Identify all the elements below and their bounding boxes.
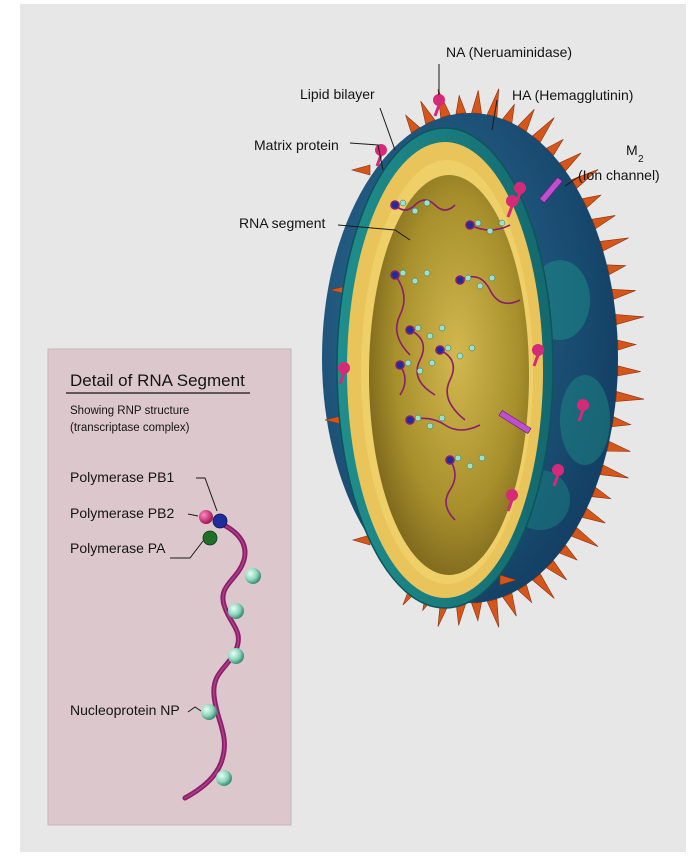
detail-title: Detail of RNA Segment bbox=[70, 371, 245, 390]
ha-spike bbox=[618, 366, 641, 376]
nucleoprotein-ball bbox=[216, 770, 232, 786]
nucleoprotein-bead bbox=[489, 275, 495, 281]
ha-spike bbox=[487, 89, 499, 117]
polymerase-bead bbox=[446, 456, 454, 464]
na-knob bbox=[577, 399, 589, 411]
m2-subscript: 2 bbox=[638, 154, 644, 165]
ha-spike bbox=[533, 574, 555, 599]
polymerase-bead bbox=[406, 416, 414, 424]
polymerase-pb1-label: Polymerase PB1 bbox=[70, 469, 174, 485]
nucleoprotein-bead bbox=[439, 415, 445, 421]
ha-spike bbox=[352, 165, 370, 175]
nucleoprotein-bead bbox=[427, 333, 433, 339]
ha-spike bbox=[616, 314, 644, 324]
ha-spike bbox=[592, 487, 611, 498]
ha-spike bbox=[456, 96, 466, 114]
ha-spike bbox=[582, 508, 605, 523]
polymerase-pb2-label: Polymerase PB2 bbox=[70, 505, 174, 521]
na-knob bbox=[338, 362, 350, 374]
nucleoprotein-bead bbox=[400, 200, 406, 206]
polymerase-pb2-ball bbox=[199, 510, 213, 524]
rna-detail-panel: Detail of RNA Segment Showing RNP struct… bbox=[48, 349, 291, 825]
ha-spike bbox=[612, 417, 631, 427]
nucleoprotein-bead bbox=[457, 353, 463, 359]
polymerase-bead bbox=[391, 201, 399, 209]
nucleoprotein-bead bbox=[400, 270, 406, 276]
ha-spike bbox=[533, 118, 555, 143]
na-knob bbox=[514, 182, 526, 194]
ha-label: HA (Hemagglutinin) bbox=[512, 87, 633, 103]
nucleoprotein-bead bbox=[429, 360, 435, 366]
polymerase-bead bbox=[436, 346, 444, 354]
nucleoprotein-bead bbox=[424, 200, 430, 206]
na-knob bbox=[375, 144, 387, 156]
nucleoprotein-bead bbox=[469, 345, 475, 351]
na-label: NA (Neruaminidase) bbox=[446, 44, 572, 60]
detail-subtitle-2: (transcriptase complex) bbox=[70, 422, 190, 434]
ha-spike bbox=[472, 602, 482, 620]
polymerase-bead bbox=[396, 361, 404, 369]
nucleoprotein-bead bbox=[412, 278, 418, 284]
nucleoprotein-ball bbox=[201, 704, 217, 720]
polymerase-pb1-ball bbox=[213, 514, 227, 528]
m2-label: M bbox=[626, 142, 638, 158]
nucleoprotein-bead bbox=[477, 283, 483, 289]
polymerase-pa-ball bbox=[203, 531, 217, 545]
nucleoprotein-bead bbox=[475, 220, 481, 226]
polymerase-bead bbox=[456, 276, 464, 284]
na-knob bbox=[532, 344, 544, 356]
nucleoprotein-bead bbox=[455, 455, 461, 461]
ha-spike bbox=[572, 528, 599, 547]
ha-spike bbox=[503, 593, 517, 616]
polymerase-pa-label: Polymerase PA bbox=[70, 540, 166, 556]
nucleoprotein-bead bbox=[487, 228, 493, 234]
m2-ion-channel-label: (Ion channel) bbox=[578, 167, 660, 183]
nucleoprotein-bead bbox=[427, 423, 433, 429]
nucleoprotein-ball bbox=[228, 648, 244, 664]
ha-spike bbox=[618, 340, 636, 350]
nucleoprotein-bead bbox=[424, 270, 430, 276]
ha-spike bbox=[607, 265, 626, 275]
nucleoprotein-bead bbox=[417, 368, 423, 374]
na-stalk bbox=[435, 105, 439, 116]
ha-spike bbox=[600, 465, 628, 478]
nucleoprotein-ball bbox=[228, 603, 244, 619]
rna-segment-label: RNA segment bbox=[239, 215, 325, 231]
ha-spike bbox=[592, 215, 615, 228]
matrix-protein-label: Matrix protein bbox=[254, 137, 339, 153]
na-knob bbox=[552, 464, 564, 476]
na-knob bbox=[506, 195, 518, 207]
virus-cross-section bbox=[337, 128, 553, 608]
ha-spike bbox=[612, 289, 636, 299]
nucleoprotein-bead bbox=[499, 220, 505, 226]
polymerase-bead bbox=[406, 326, 414, 334]
ha-spike bbox=[487, 599, 499, 627]
nucleoprotein-bead bbox=[465, 275, 471, 281]
nucleoprotein-bead bbox=[467, 463, 473, 469]
ha-spike bbox=[616, 392, 644, 402]
ha-spike bbox=[600, 238, 628, 251]
ha-spike bbox=[607, 441, 631, 451]
polymerase-bead bbox=[466, 221, 474, 229]
ha-spike bbox=[472, 90, 482, 113]
nucleoprotein-bead bbox=[415, 415, 421, 421]
ha-spike bbox=[421, 101, 435, 124]
nucleoprotein-np-label: Nucleoprotein NP bbox=[70, 702, 180, 718]
na-knob bbox=[433, 94, 445, 106]
na-knob bbox=[506, 489, 518, 501]
detail-subtitle-1: Showing RNP structure bbox=[70, 405, 189, 417]
nucleoprotein-bead bbox=[445, 345, 451, 351]
polymerase-bead bbox=[391, 271, 399, 279]
nucleoprotein-bead bbox=[405, 360, 411, 366]
nucleoprotein-bead bbox=[479, 455, 485, 461]
nucleoprotein-ball bbox=[245, 568, 261, 584]
nucleoprotein-bead bbox=[415, 325, 421, 331]
nucleoprotein-bead bbox=[412, 208, 418, 214]
lipid-bilayer-label: Lipid bilayer bbox=[300, 86, 375, 102]
nucleoprotein-bead bbox=[439, 325, 445, 331]
